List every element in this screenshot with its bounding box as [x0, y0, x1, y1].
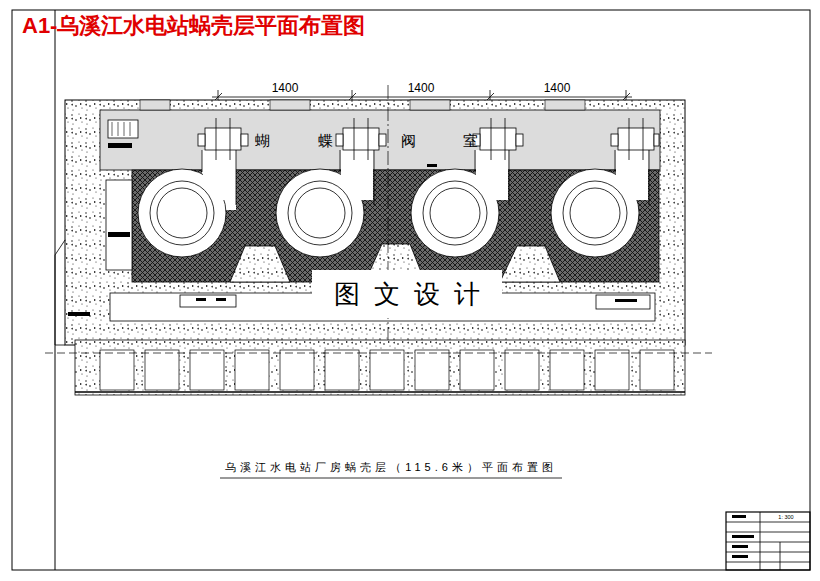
drawing-caption: 乌溪江水电站厂房蜗壳层（115.6米）平面布置图	[225, 461, 557, 473]
equipment-mark	[427, 164, 437, 167]
spiral-case	[411, 150, 509, 257]
equipment	[596, 295, 650, 309]
equipment	[108, 120, 138, 138]
pier	[230, 246, 290, 282]
gate-sill	[75, 391, 685, 393]
room-name: 蝴	[255, 133, 270, 150]
dimension-text: 1400	[272, 82, 299, 95]
spiral-case	[551, 150, 649, 257]
valve-room	[100, 110, 660, 170]
equipment-mark	[216, 298, 226, 301]
equipment-mark	[196, 298, 206, 301]
wall-recess	[410, 100, 450, 110]
caption-underline	[220, 478, 562, 479]
room-name: 阀	[401, 133, 416, 150]
drawing-title: A1-乌溪江水电站蜗壳层平面布置图	[22, 14, 365, 38]
concrete-mass	[65, 100, 685, 345]
butterfly-valve	[198, 118, 659, 160]
scale-text: 1: 300	[778, 514, 793, 520]
watermark-text: 图文设计	[320, 280, 494, 309]
equipment-mark	[615, 299, 637, 302]
outer-frame	[12, 10, 810, 570]
wall-recess	[140, 100, 170, 110]
draft-tube-band	[75, 340, 685, 395]
dimension-text: 1400	[408, 82, 435, 95]
equipment-mark	[68, 312, 90, 316]
wall-recess	[270, 100, 310, 110]
equipment	[180, 295, 236, 307]
title-block	[726, 512, 810, 570]
room-name: 室	[463, 133, 478, 150]
equipment-mark	[108, 143, 132, 148]
dimension-text: 1400	[544, 82, 571, 95]
spiral-case	[138, 150, 236, 257]
outer-wall	[55, 240, 65, 345]
stair-well	[106, 180, 132, 270]
wall-recess	[545, 100, 585, 110]
title-block-mark	[732, 515, 754, 558]
equipment	[112, 122, 130, 136]
watermark-box: 图文设计	[312, 270, 502, 318]
equipment-mark	[108, 232, 130, 237]
draft-tube-outlet	[100, 350, 674, 390]
pier	[500, 246, 560, 282]
spiral-case	[276, 150, 374, 257]
axis-line	[45, 353, 712, 354]
room-name: 蝶	[318, 133, 333, 150]
